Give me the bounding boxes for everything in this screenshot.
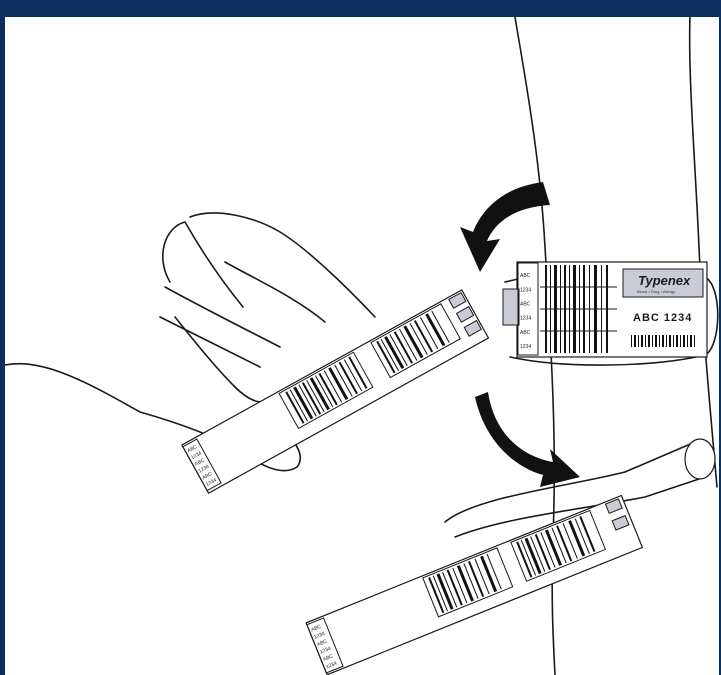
strip-code-label: 1234: [520, 316, 531, 322]
arrow-up-icon: [460, 182, 550, 272]
pen-cap: [685, 439, 715, 479]
tag-clip: [503, 289, 519, 325]
band-body: [306, 496, 642, 675]
thumb-outline: [175, 317, 275, 402]
arm-right-edge: [690, 17, 717, 487]
strip-code-label: 1234: [520, 344, 531, 350]
patient-code: ABC 1234: [633, 312, 692, 324]
arrow-down-icon: [475, 392, 580, 487]
brand-name: Typenex: [638, 273, 691, 288]
strip-code-label: ABC: [520, 273, 531, 279]
brand-subtitle: Blood • Drug • Allergy: [637, 289, 675, 294]
strip-code-label: ABC: [520, 301, 531, 307]
strip-code-label: ABC: [520, 330, 531, 336]
wristband-tag: Typenex Blood • Drug • Allergy ABC 1234 …: [503, 262, 718, 365]
strip-code-label: 1234: [520, 287, 531, 293]
